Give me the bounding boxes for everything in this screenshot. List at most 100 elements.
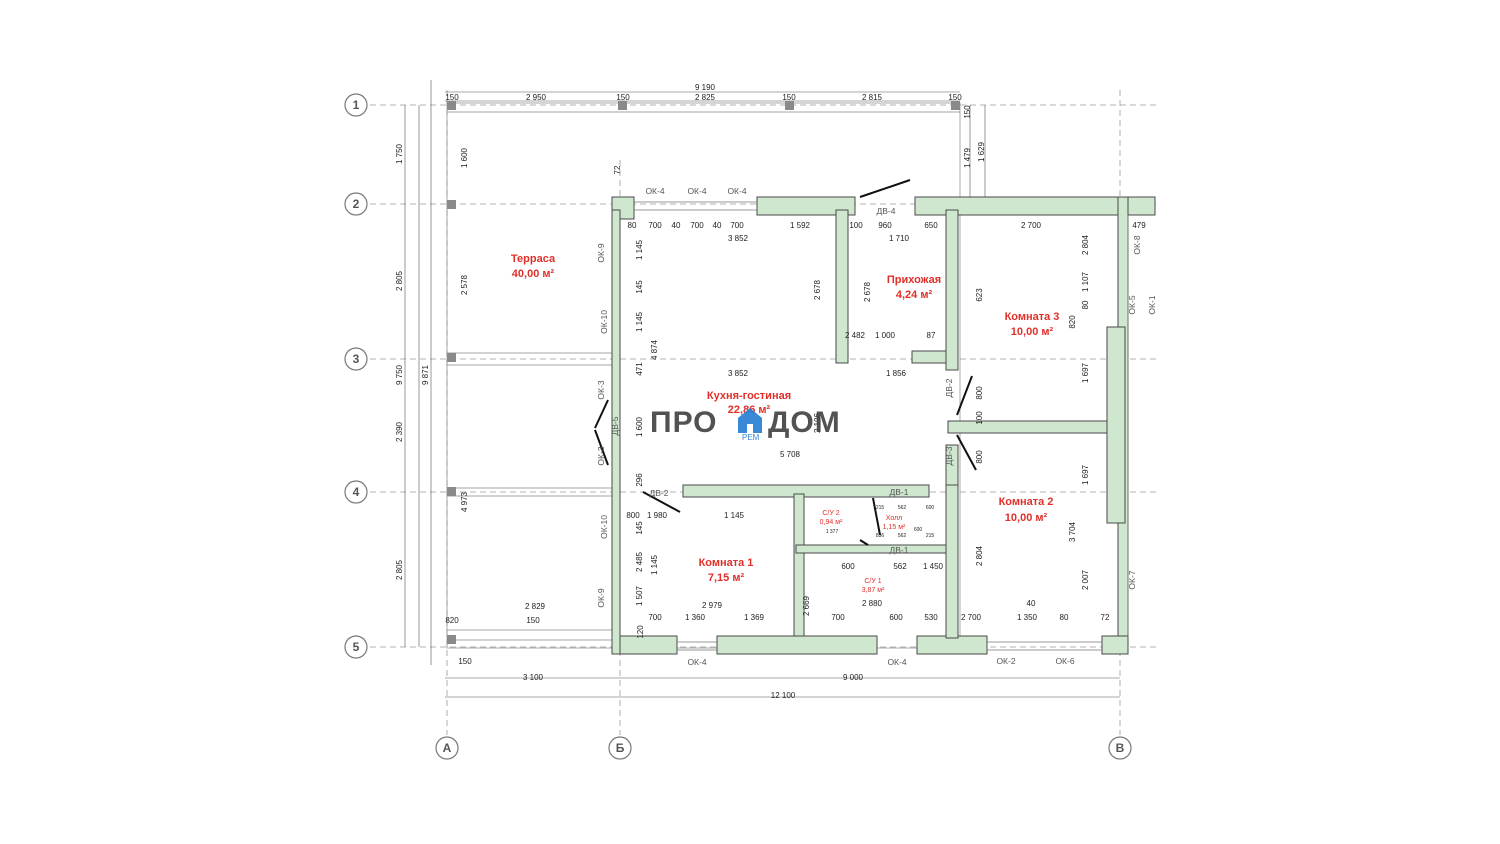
logo-left-text: ПРО: [650, 406, 718, 439]
axis-label-a: А: [443, 741, 452, 755]
dim-interior: 80: [1060, 613, 1069, 622]
dim-left-inner: 1 600: [460, 147, 469, 168]
opening-labels: ОК-4 ОК-4 ОК-4 ДВ-4 ОК-8 ОК-5 ОК-1 ОК-9 …: [596, 186, 1157, 667]
dim-interior: 2 700: [1021, 221, 1042, 230]
logo-right-text: ДОМ: [768, 406, 841, 439]
room-name-room3: Комната 3: [1005, 311, 1060, 323]
top-dimensions: 9 190 150 2 950 150 2 825 150 2 815 150: [445, 83, 962, 102]
dim-interior-v: 623: [975, 288, 984, 302]
opening-label: ОК-4: [887, 657, 906, 667]
dim-top-seg: 150: [782, 93, 796, 102]
dim-interior: 650: [924, 221, 938, 230]
dim-interior-v: 1 697: [1081, 362, 1090, 383]
dim-interior-v: 1 145: [635, 311, 644, 332]
dim-interior: 2 979: [702, 601, 723, 610]
axis-bubble-4: [344, 480, 368, 504]
room-name-hallway: Прихожая: [887, 274, 941, 286]
dim-small: 562: [898, 505, 907, 511]
dim-interior: 1 360: [685, 613, 706, 622]
dim-interior: 2 880: [862, 599, 883, 608]
dim-bottom-overall: 12 100: [771, 691, 796, 700]
dim-interior: 5 708: [780, 450, 801, 459]
room-name-terrace: Терраса: [511, 253, 556, 265]
dim-interior: 700: [648, 613, 662, 622]
opening-label: ОК-9: [596, 588, 606, 607]
dim-top-overall: 9 190: [695, 83, 716, 92]
dim-interior-v: 296: [635, 473, 644, 487]
dim-interior: 1 980: [647, 511, 668, 520]
dim-interior-v: 820: [1068, 315, 1077, 329]
opening-label: ДВ-2: [944, 378, 954, 397]
dim-small: 600: [926, 505, 935, 511]
dim-interior-v: 1 145: [635, 239, 644, 260]
room-name-bath2: С/У 2: [822, 510, 839, 517]
opening-label: ОК-3: [596, 380, 606, 399]
axis-bubble-1: [344, 93, 368, 117]
dim-bottom-left: 3 100: [523, 673, 544, 682]
right-dimensions: 150 1 479 1 629 479: [963, 105, 1146, 230]
opening-label: ОК-4: [687, 657, 706, 667]
room-area-bath2: 0,94 м²: [820, 519, 843, 526]
windows: [634, 201, 1129, 651]
axis-bubble-2: [344, 192, 368, 216]
watermark-logo: ПРО РЕМ ДОМ: [650, 406, 841, 442]
axis-bubbles: 1 2 3 4 5 А Б В: [344, 93, 1132, 760]
dim-interior: 700: [730, 221, 744, 230]
dim-left-inner: 4 973: [460, 491, 469, 512]
dim-interior-v: 145: [635, 280, 644, 294]
dim-right: 1 479: [963, 147, 972, 168]
dim-interior-v: 800: [975, 450, 984, 464]
room-area-room1: 7,15 м²: [708, 572, 745, 584]
room-area-hallway: 4,24 м²: [896, 289, 933, 301]
opening-label: ОК-7: [1127, 570, 1137, 589]
opening-label: ОК-4: [687, 186, 706, 196]
dim-interior: 40: [1027, 599, 1036, 608]
dim-interior: 530: [924, 613, 938, 622]
dim-interior: 80: [628, 221, 637, 230]
dim-interior: 700: [648, 221, 662, 230]
dim-interior-v: 2 196: [813, 412, 822, 433]
dim-interior-v: 2 804: [975, 545, 984, 566]
dim-interior-v: 3 704: [1068, 521, 1077, 542]
dim-interior: 40: [672, 221, 681, 230]
dim-interior: 2 829: [525, 602, 546, 611]
dim-interior-v: 4 874: [650, 339, 659, 360]
axis-label-4: 4: [353, 485, 360, 499]
interior-dimensions: 80 700 40 700 40 700 1 592 100 960 650 2…: [445, 221, 1110, 666]
dim-top-seg: 150: [948, 93, 962, 102]
dim-interior-v: 145: [635, 521, 644, 535]
dim-interior-v: 800: [975, 386, 984, 400]
axis-bubble-v: [1108, 736, 1132, 760]
dim-interior: 3 852: [728, 369, 749, 378]
dim-interior: 1 145: [724, 511, 745, 520]
bottom-dimensions: 3 100 9 000 12 100: [523, 673, 864, 700]
dim-interior: 1 856: [886, 369, 907, 378]
dim-interior-v: 2 669: [802, 595, 811, 616]
opening-label: ОК-4: [727, 186, 746, 196]
opening-label: ОК-10: [599, 515, 609, 539]
opening-label: ДВ-1: [890, 487, 909, 497]
dim-interior-v: 2 804: [1081, 234, 1090, 255]
axis-label-3: 3: [353, 352, 360, 366]
terrace-posts: [447, 101, 960, 644]
dim-left-seg: 2 805: [395, 559, 404, 580]
dim-interior-v: 1 600: [635, 416, 644, 437]
dim-interior: 1 000: [875, 331, 896, 340]
opening-label: ОК-6: [1055, 656, 1074, 666]
axis-label-1: 1: [353, 98, 360, 112]
axis-label-v: В: [1116, 741, 1125, 755]
dim-right: 1 629: [977, 141, 986, 162]
dim-interior: 87: [927, 331, 936, 340]
walls: [611, 196, 1156, 655]
room-name-room1: Комната 1: [699, 557, 754, 569]
dim-interior: 1 710: [889, 234, 910, 243]
room-name-kitchen: Кухня-гостиная: [707, 390, 791, 402]
dim-interior: 600: [841, 562, 855, 571]
dim-top-seg: 2 825: [695, 93, 716, 102]
dim-small: 836: [876, 533, 885, 539]
room-area-room3: 10,00 м²: [1011, 326, 1054, 338]
dim-top-seg: 2 815: [862, 93, 883, 102]
opening-label: ОК-4: [645, 186, 664, 196]
opening-label: ОК-3: [596, 446, 606, 465]
